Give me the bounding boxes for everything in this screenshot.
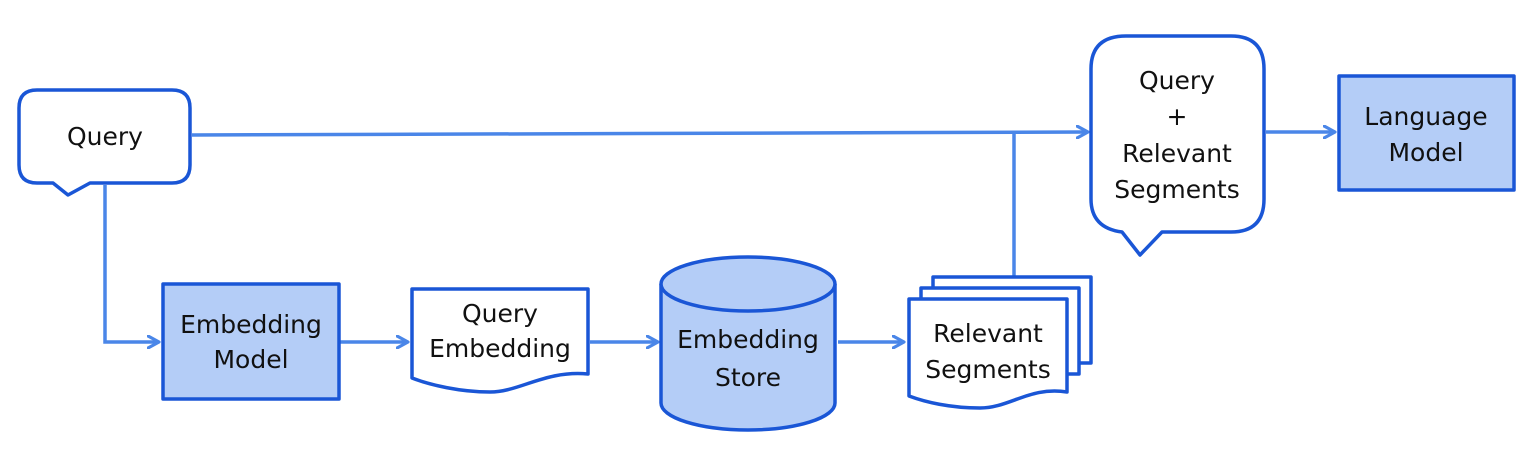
- embedding-model-box: [161, 282, 341, 401]
- query-bubble: [17, 88, 192, 197]
- edges: [103, 132, 1334, 342]
- language-model-box: [1337, 74, 1516, 192]
- embedding-store-node: Embedding Store: [659, 255, 837, 432]
- embedding-model-label-line2: Model: [213, 345, 288, 374]
- query-plus-segments-label-line1: Query: [1139, 66, 1215, 95]
- language-model-label-line1: Language: [1364, 102, 1487, 131]
- query-plus-segments-label-line4: Segments: [1114, 175, 1240, 204]
- embedding-model-node: Embedding Model: [161, 282, 341, 401]
- query-label: Query: [67, 122, 143, 151]
- embedding-store-label-line1: Embedding: [677, 325, 819, 354]
- relevant-segments-node: Relevant Segments: [907, 275, 1093, 410]
- edge-query-to-embedding-model: [103, 185, 158, 342]
- relevant-segments-label-line2: Segments: [925, 355, 1051, 384]
- relevant-segments-label-line1: Relevant: [933, 319, 1043, 348]
- query-embedding-document: [410, 287, 590, 394]
- language-model-label-line2: Model: [1388, 138, 1463, 167]
- embedding-store-label-line2: Store: [715, 363, 781, 392]
- embedding-model-label-line1: Embedding: [180, 310, 322, 339]
- query-plus-segments-label-line2: +: [1167, 102, 1188, 131]
- query-plus-segments-label-line3: Relevant: [1122, 139, 1232, 168]
- embedding-store-cylinder-top: [659, 255, 837, 313]
- relevant-segments-document-front: [907, 297, 1069, 410]
- query-plus-segments-bubble: [1089, 34, 1266, 257]
- embedding-store-cylinder-body: [659, 284, 837, 432]
- language-model-node: Language Model: [1337, 74, 1516, 192]
- edge-query-to-combined: [191, 132, 1087, 135]
- query-embedding-label-line1: Query: [462, 299, 538, 328]
- query-embedding-node: Query Embedding: [410, 287, 590, 394]
- query-embedding-label-line2: Embedding: [429, 334, 571, 363]
- query-plus-segments-node: Query + Relevant Segments: [1089, 34, 1266, 257]
- query-node: Query: [17, 88, 192, 197]
